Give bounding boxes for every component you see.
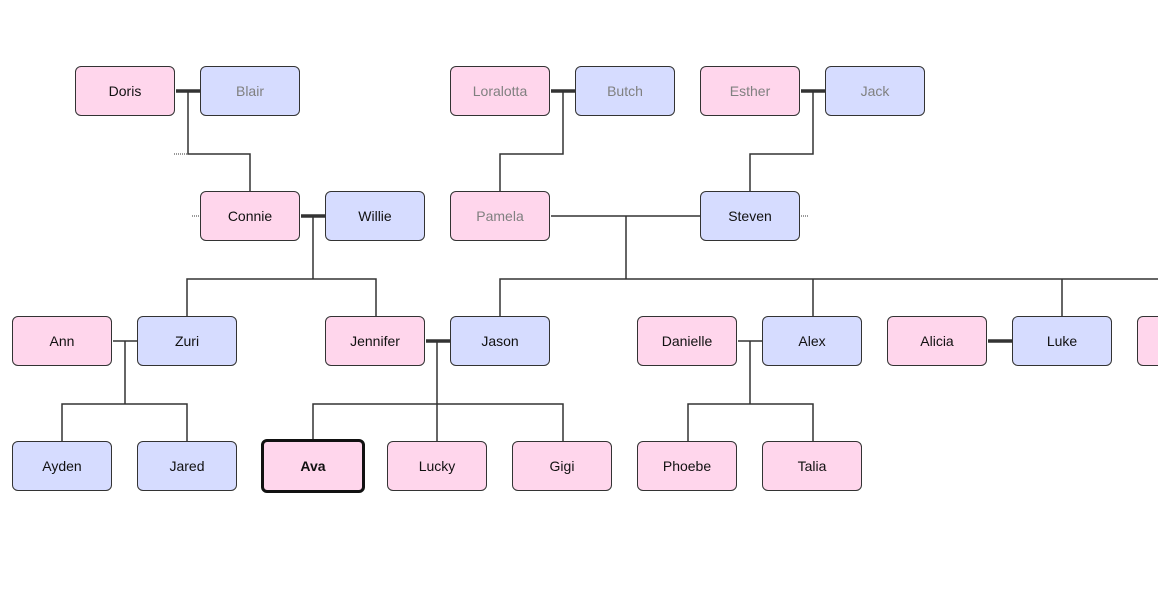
person-name: Willie (358, 208, 392, 224)
parent-child-line (187, 91, 251, 191)
person-gigi[interactable]: Gigi (512, 441, 612, 491)
person-blair[interactable]: Blair (200, 66, 300, 116)
person-connie[interactable]: Connie (200, 191, 300, 241)
person-name: Lucky (418, 458, 456, 474)
person-phoebe[interactable]: Phoebe (637, 441, 737, 491)
person-name: Doris (108, 83, 142, 99)
person-doris[interactable]: Doris (75, 66, 175, 116)
person-name: Pamela (476, 208, 524, 224)
person-name: Jennifer (350, 333, 400, 349)
person-ayden[interactable]: Ayden (12, 441, 112, 491)
person-name: Luke (1046, 333, 1078, 349)
person-esther[interactable]: Esther (700, 66, 800, 116)
person-name: Esther (729, 83, 771, 99)
person-name: Jack (860, 83, 890, 99)
person-name: Ayden (42, 458, 82, 474)
person-name: Alex (798, 333, 826, 349)
person-name: Loralotta (472, 83, 528, 99)
person-offscreen-partial[interactable] (1137, 316, 1158, 366)
person-jared[interactable]: Jared (137, 441, 237, 491)
person-name: Alicia (920, 333, 954, 349)
person-name: Ava (300, 458, 326, 474)
person-name: Talia (797, 458, 827, 474)
person-name: Jared (169, 458, 205, 474)
person-alicia[interactable]: Alicia (887, 316, 987, 366)
person-pamela[interactable]: Pamela (450, 191, 550, 241)
parent-child-line (312, 403, 564, 441)
person-loralotta[interactable]: Loralotta (450, 66, 550, 116)
parent-child-line (749, 91, 814, 191)
person-willie[interactable]: Willie (325, 191, 425, 241)
parent-child-line (186, 278, 377, 316)
person-luke[interactable]: Luke (1012, 316, 1112, 366)
person-name: Danielle (661, 333, 713, 349)
person-name: Steven (728, 208, 772, 224)
person-ann[interactable]: Ann (12, 316, 112, 366)
person-danielle[interactable]: Danielle (637, 316, 737, 366)
person-lucky[interactable]: Lucky (387, 441, 487, 491)
parent-child-line (499, 91, 564, 191)
person-steven[interactable]: Steven (700, 191, 800, 241)
person-butch[interactable]: Butch (575, 66, 675, 116)
person-name: Connie (227, 208, 273, 224)
person-jason[interactable]: Jason (450, 316, 550, 366)
person-ava-selected[interactable]: Ava (261, 439, 365, 493)
person-talia[interactable]: Talia (762, 441, 862, 491)
parent-child-line (499, 278, 1158, 316)
person-jack[interactable]: Jack (825, 66, 925, 116)
person-name: Blair (235, 83, 264, 99)
person-name: Ann (49, 333, 75, 349)
person-name: Zuri (174, 333, 200, 349)
person-name: Butch (607, 83, 643, 99)
person-name: Phoebe (662, 458, 712, 474)
person-zuri[interactable]: Zuri (137, 316, 237, 366)
parent-child-line (687, 403, 814, 441)
person-alex[interactable]: Alex (762, 316, 862, 366)
person-jennifer[interactable]: Jennifer (325, 316, 425, 366)
parent-child-line (61, 403, 188, 441)
person-name: Jason (481, 333, 519, 349)
person-name: Gigi (549, 458, 575, 474)
